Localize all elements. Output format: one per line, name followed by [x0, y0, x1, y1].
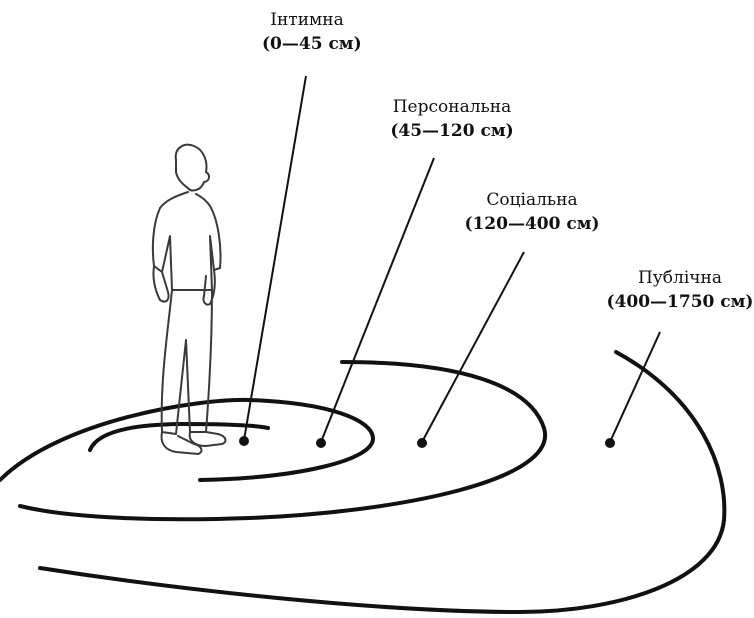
figure-arm-right: [203, 270, 214, 305]
zone-arcs: [0, 352, 724, 612]
personal-zone-name: Персональна: [382, 95, 522, 119]
personal-zone-range: (45—120 см): [382, 119, 522, 143]
zone-dots: [239, 436, 615, 448]
social-zone-dot: [417, 438, 427, 448]
figure-shoe-right: [190, 432, 226, 446]
social-zone-name: Соціальна: [452, 188, 612, 212]
intimate-zone-label: Інтимна (0—45 см): [262, 8, 352, 56]
social-zone-range: (120—400 см): [452, 212, 612, 236]
personal-zone-label: Персональна (45—120 см): [382, 95, 522, 143]
personal-leader-line: [321, 158, 434, 442]
public-zone-name: Публічна: [606, 266, 754, 290]
public-leader-line: [610, 332, 660, 442]
intimate-zone-range: (0—45 см): [262, 32, 352, 56]
public-zone-arc: [40, 352, 724, 612]
social-leader-line: [422, 252, 524, 442]
public-zone-range: (400—1750 см): [606, 290, 754, 314]
social-zone-label: Соціальна (120—400 см): [452, 188, 612, 236]
intimate-zone-dot: [239, 436, 249, 446]
figure-legs: [162, 290, 212, 434]
intimate-leader-line: [244, 76, 306, 440]
personal-zone-dot: [316, 438, 326, 448]
public-zone-dot: [605, 438, 615, 448]
figure-head: [176, 145, 209, 191]
public-zone-label: Публічна (400—1750 см): [606, 266, 754, 314]
intimate-zone-name: Інтимна: [262, 8, 352, 32]
